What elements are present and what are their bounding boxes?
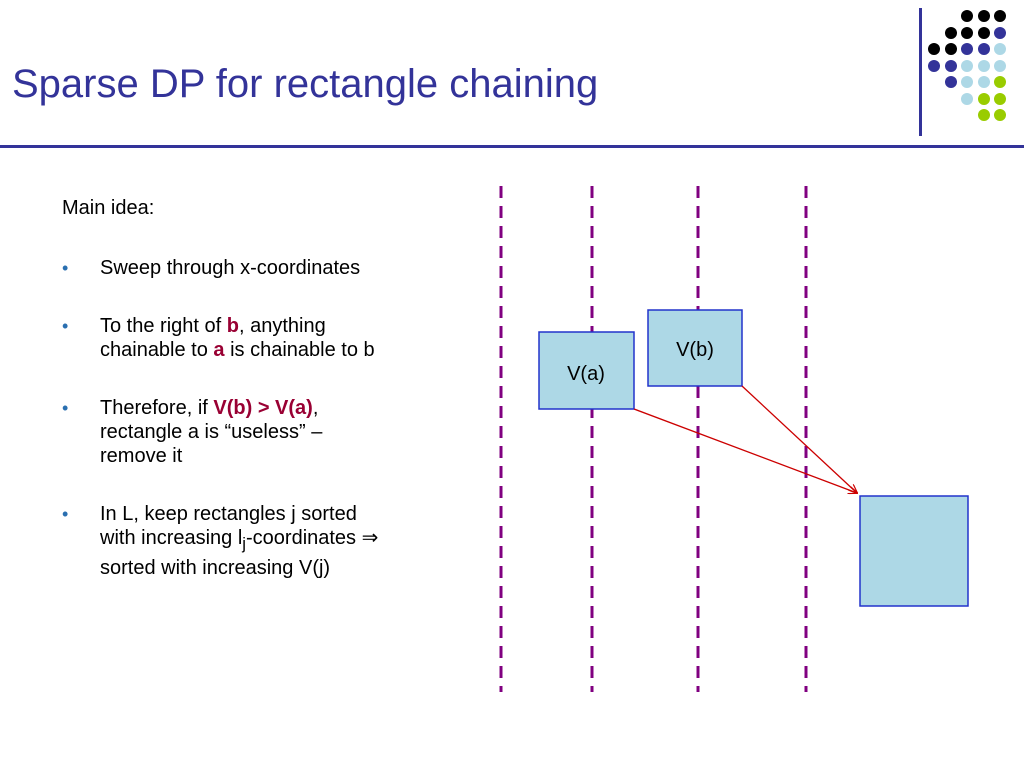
decoration-dot — [961, 59, 973, 72]
decoration-dot — [977, 59, 990, 72]
decoration-dot — [977, 10, 990, 22]
bullet-text: Therefore, if — [100, 397, 214, 419]
bullet-text: , anything chainable to — [100, 315, 326, 361]
decoration-dot — [994, 43, 1006, 55]
bullet-list: • Sweep through x-coordinates • To the righ… — [62, 256, 392, 580]
bullet-item: • To the right of b, anything chainable t… — [62, 314, 392, 362]
decoration-dot — [977, 43, 990, 55]
decoration-dot — [944, 59, 957, 72]
bullet-text: V(b) > V(a) — [213, 397, 313, 419]
bullet-text: a — [213, 339, 225, 361]
decoration-dot — [928, 43, 940, 55]
bullet-text: is chainable to b — [224, 339, 375, 361]
arrow-a-to-target — [633, 408, 857, 493]
decoration-dot — [961, 92, 973, 105]
decoration-dot — [994, 10, 1006, 22]
title-underline — [0, 145, 1024, 148]
bullet-marker-icon: • — [62, 258, 69, 278]
decoration-dot — [944, 43, 957, 55]
bullet-text: , rectangle a is “useless” – remove it — [100, 397, 323, 467]
decoration-dot — [961, 10, 973, 22]
bullet-text: j — [242, 534, 246, 553]
decoration-dot — [977, 26, 990, 39]
bullet-marker-icon: • — [62, 398, 69, 418]
decoration-dot — [961, 76, 973, 88]
bullet-item: • Therefore, if V(b) > V(a), rectangle a … — [62, 396, 392, 468]
arrow-b-to-target — [741, 385, 857, 493]
bullet-text: b — [226, 315, 239, 337]
decoration-dot — [994, 26, 1006, 39]
decoration-dot — [977, 76, 990, 88]
bullet-text: To the right of — [100, 315, 227, 337]
bullet-text: Sweep through x-coordinates — [100, 257, 361, 279]
decoration-dot — [994, 76, 1006, 88]
bullet-text: In L, keep rectangles j sorted with incr… — [100, 503, 357, 549]
decorative-dot-grid — [928, 8, 1008, 138]
decoration-dot — [961, 43, 973, 55]
bullet-text: -coordinates ⇒ sorted with increasing V(… — [100, 527, 379, 579]
decoration-dot — [994, 59, 1006, 72]
decoration-dot — [928, 59, 940, 72]
bullet-marker-icon: • — [62, 504, 69, 524]
rectangle-target — [859, 495, 969, 607]
slide-title: Sparse DP for rectangle chaining — [12, 62, 599, 106]
vertical-accent-rule — [919, 8, 922, 136]
decoration-dot — [977, 109, 990, 121]
rectangle-a — [538, 331, 635, 410]
rectangle-b — [647, 309, 743, 387]
decoration-dot — [961, 26, 973, 39]
decoration-dot — [977, 92, 990, 105]
decoration-dot — [944, 76, 957, 88]
bullet-item: • Sweep through x-coordinates — [62, 256, 392, 280]
bullet-item: • In L, keep rectangles j sorted with inc… — [62, 502, 392, 580]
decoration-dot — [944, 26, 957, 39]
bullet-content: Main idea: •Sweep through x-coordinates•… — [62, 196, 392, 614]
rectangle-a-label: V(a) — [567, 363, 605, 385]
decoration-dot — [994, 92, 1006, 105]
rectangle-b-label: V(b) — [676, 339, 714, 361]
main-idea-heading: Main idea: — [62, 197, 155, 219]
decoration-dot — [994, 109, 1006, 121]
bullet-marker-icon: • — [62, 316, 69, 336]
